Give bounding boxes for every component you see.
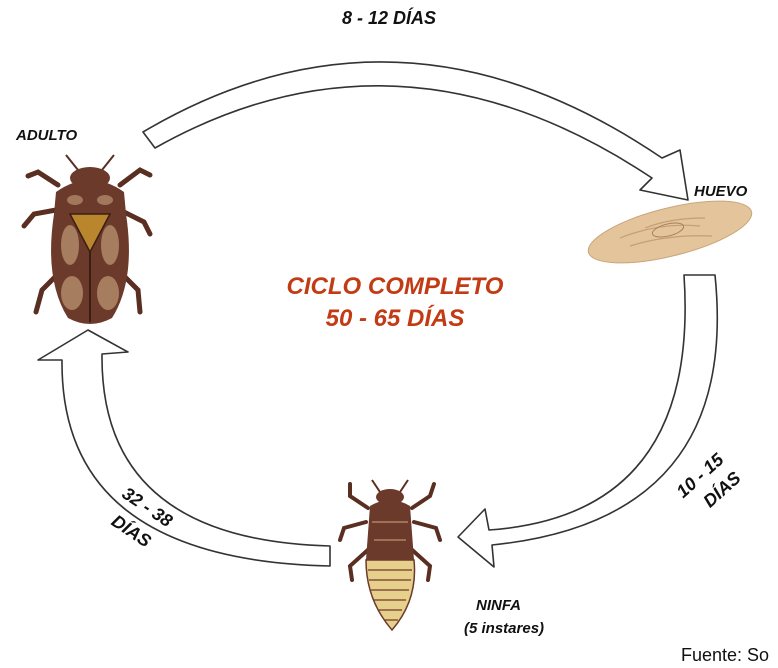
nymph-label: NINFA [476,597,521,614]
arrow-nymph-to-adult [38,330,330,566]
full-cycle-duration: 50 - 65 DÍAS [326,304,465,332]
adult-beetle-illustration [24,155,150,324]
egg-illustration [583,188,758,275]
duration-adult-to-egg: 8 - 12 DÍAS [342,7,436,28]
nymph-instars-note: (5 instares) [464,620,544,637]
source-credit: Fuente: So [681,645,769,665]
egg-label: HUEVO [694,183,748,200]
nymph-illustration [340,480,440,630]
arrow-egg-to-nymph [458,275,717,567]
adult-label: ADULTO [15,127,77,144]
full-cycle-title: CICLO COMPLETO [287,273,504,300]
arrow-adult-to-egg [143,62,688,200]
